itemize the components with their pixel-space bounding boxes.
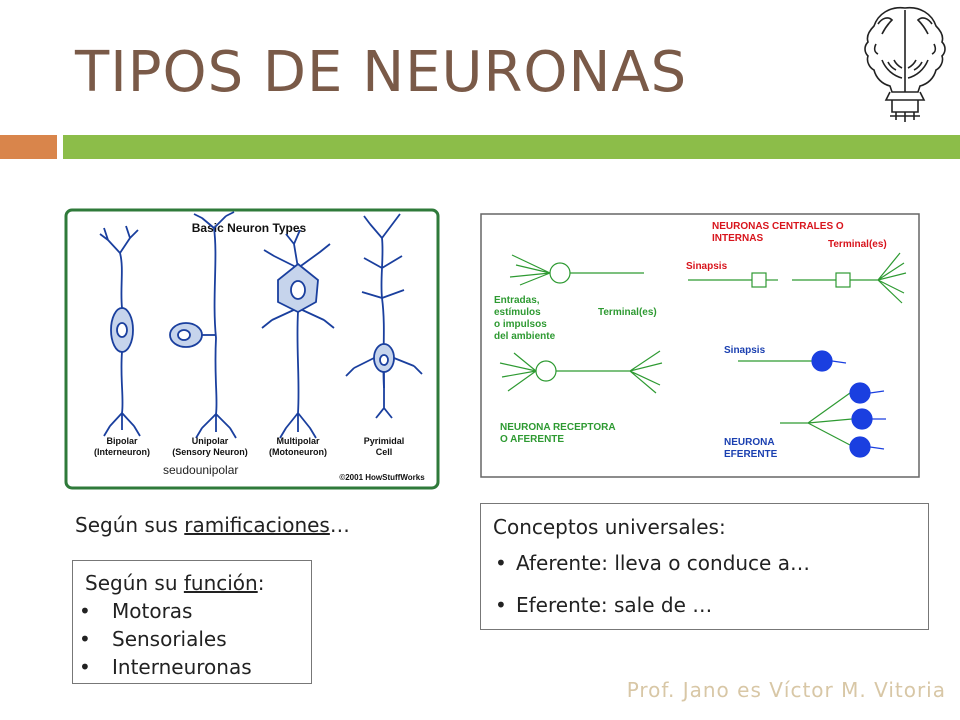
- eferente-label-line1: NEURONA: [724, 437, 775, 448]
- ramificaciones-prefix: Según sus: [75, 513, 185, 537]
- sinapsis-label-2: Sinapsis: [724, 345, 766, 356]
- funcion-box: Según su función: Motoras Sensoriales In…: [72, 560, 312, 684]
- multipolar-neuron-drawing: [261, 229, 335, 439]
- receptora-label-line1: NEURONA RECEPTORA: [500, 422, 616, 433]
- receptora-label-line2: O AFERENTE: [500, 434, 564, 445]
- efferent-neuron-group: [780, 382, 886, 458]
- funcion-underlined: función: [183, 571, 258, 595]
- inputs-label: del ambiente: [494, 331, 556, 342]
- ramificaciones-suffix: …: [329, 513, 350, 537]
- list-item: Eferente: sale de …: [489, 592, 928, 618]
- neuron-label: Multipolar: [277, 436, 320, 446]
- conceptos-heading: Conceptos universales:: [493, 515, 726, 539]
- inputs-label: Entradas,: [494, 295, 540, 306]
- bipolar-neuron-drawing: [99, 225, 141, 437]
- neuron-label: Pyrimidal: [364, 436, 405, 446]
- inputs-label: estímulos: [494, 307, 541, 318]
- neuron-label: Bipolar: [106, 436, 138, 446]
- receptor-neuron-bottom: [499, 350, 663, 394]
- seudounipolar-label: seudounipolar: [161, 463, 241, 477]
- pyramidal-neuron-drawing: [345, 213, 423, 419]
- central-neuron-chain: [688, 252, 907, 304]
- sinapsis-label-1: Sinapsis: [686, 261, 728, 272]
- neuron-sublabel: (Interneuron): [94, 447, 150, 457]
- footer-author: Prof. Jano es Víctor M. Vitoria: [626, 678, 946, 702]
- funcion-suffix: :: [257, 571, 265, 595]
- accent-bar-orange: [0, 135, 57, 159]
- funcion-list: Motoras Sensoriales Interneuronas: [73, 597, 311, 681]
- funcion-prefix: Según su: [85, 571, 184, 595]
- conceptos-box: Conceptos universales: Aferente: lleva o…: [480, 503, 929, 630]
- ramificaciones-underlined: ramificaciones: [184, 513, 330, 537]
- efferent-neuron-single: [738, 350, 847, 372]
- receptor-neuron-top: [509, 254, 644, 286]
- figure-copyright: ©2001 HowStuffWorks: [339, 473, 425, 482]
- neuron-label: Unipolar: [192, 436, 229, 446]
- list-item: Motoras: [73, 597, 311, 625]
- list-item: Interneuronas: [73, 653, 311, 681]
- neuron-sublabel: (Motoneuron): [269, 447, 327, 457]
- figure-heading: Basic Neuron Types: [192, 221, 307, 235]
- conceptos-list: Aferente: lleva o conduce a… Eferente: s…: [489, 550, 928, 618]
- terminal-label-1: Terminal(es): [828, 239, 887, 250]
- funcion-heading: Según su función:: [85, 569, 311, 597]
- unipolar-neuron-drawing: [169, 211, 237, 439]
- janus-head-icon: [864, 6, 946, 122]
- terminal-label-2: Terminal(es): [598, 307, 657, 318]
- eferente-label-line2: EFERENTE: [724, 449, 778, 460]
- inputs-label: o impulsos: [494, 319, 547, 330]
- central-label-line1: NEURONAS CENTRALES O: [712, 221, 844, 232]
- accent-bar-green: [63, 135, 960, 159]
- ramificaciones-text: Según sus ramificaciones…: [75, 513, 350, 537]
- afferent-efferent-diagram: NEURONAS CENTRALES O INTERNAS Terminal(e…: [480, 213, 920, 478]
- slide-title: TIPOS DE NEURONAS: [75, 40, 688, 105]
- neuron-sublabel: (Sensory Neuron): [172, 447, 248, 457]
- central-label-line2: INTERNAS: [712, 233, 763, 244]
- neuron-sublabel: Cell: [376, 447, 393, 457]
- basic-neuron-types-figure: Basic Neuron Types: [64, 208, 440, 490]
- list-item: Sensoriales: [73, 625, 311, 653]
- list-item: Aferente: lleva o conduce a…: [489, 550, 928, 576]
